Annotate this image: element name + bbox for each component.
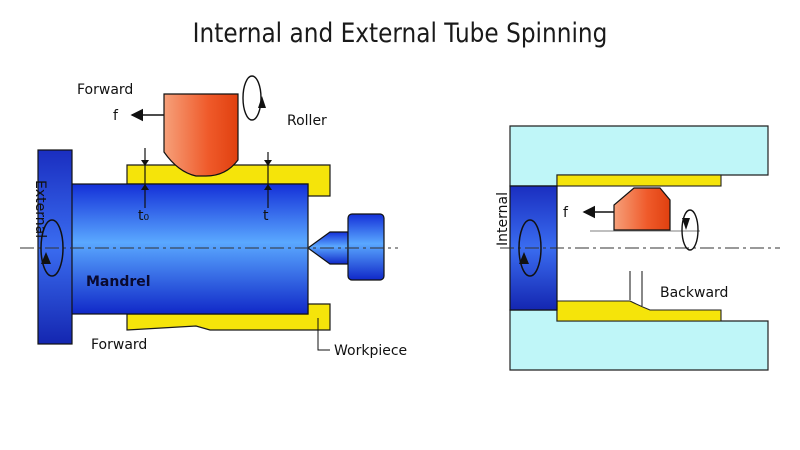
t-label: t: [263, 208, 269, 224]
forward-bottom-label: Forward: [91, 337, 147, 353]
roller-label: Roller: [287, 113, 327, 129]
chuck-plate: [37, 149, 73, 345]
internal-feed-label: f: [563, 205, 569, 221]
workpiece-leader: [317, 318, 330, 351]
mandrel: [69, 183, 309, 315]
internal-spinning-diagram: f Backward Internal: [495, 125, 780, 371]
rotation-arrow-icon: [40, 219, 64, 277]
rotation-arrow-icon: [518, 219, 542, 277]
internal-roller: [613, 187, 671, 231]
feed-label: f: [113, 108, 119, 124]
internal-side-label: Internal: [495, 192, 511, 246]
t0-label: t₀: [138, 208, 149, 224]
roller: [163, 93, 239, 177]
workpiece-inner-bottom: [556, 300, 722, 322]
workpiece-inner-top: [556, 174, 722, 187]
page-title: Internal and External Tube Spinning: [192, 18, 608, 49]
workpiece-label: Workpiece: [334, 343, 407, 359]
rotation-arrow-icon: [242, 75, 266, 121]
rotation-arrow-icon: [681, 209, 699, 251]
backward-label: Backward: [660, 285, 728, 301]
external-side-label: External: [32, 180, 48, 238]
tailstock: [347, 213, 385, 281]
forward-top-label: Forward: [77, 82, 133, 98]
external-spinning-diagram: f t₀ t Forward Roller Mandrel Forward Ex…: [20, 75, 407, 359]
mandrel-label: Mandrel: [86, 274, 151, 290]
